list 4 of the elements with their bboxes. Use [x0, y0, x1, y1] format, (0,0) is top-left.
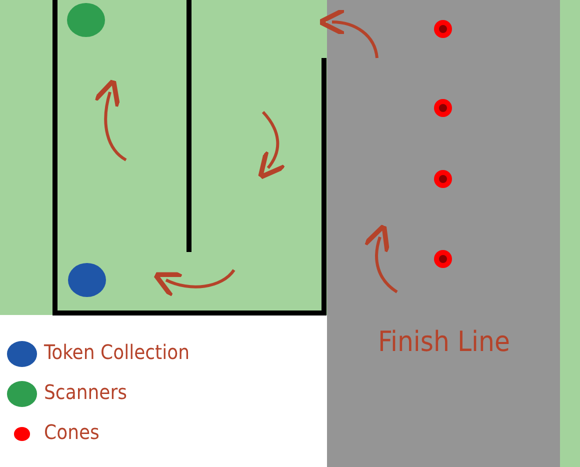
- finish-line-label: Finish Line: [378, 325, 510, 358]
- legend-label: Cones: [44, 420, 100, 444]
- legend-label: Token Collection: [44, 340, 190, 364]
- legend-label: Scanners: [44, 380, 127, 404]
